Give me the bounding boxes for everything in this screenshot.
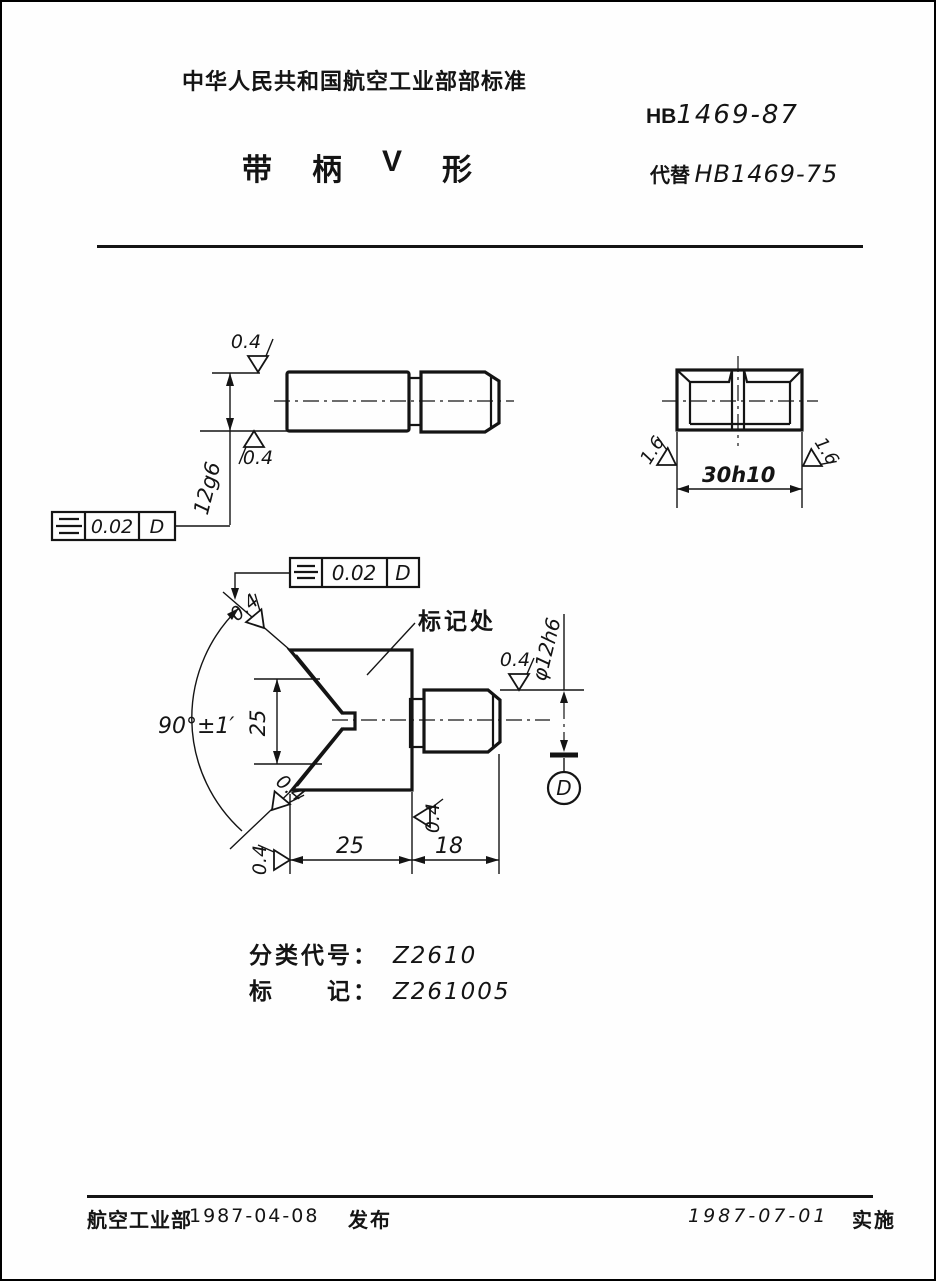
mark-code-label: 标 记： <box>249 978 379 1004</box>
footer-impl-date: 1987-07-01 <box>688 1205 829 1227</box>
footer-issuer: 航空工业部 <box>87 1210 192 1232</box>
datum-circle <box>546 770 582 806</box>
dim-body-length: 25 <box>336 834 364 859</box>
mark-location-label: 标记处 <box>418 608 496 634</box>
part-title-char: V <box>382 145 403 178</box>
classification-block: 分类代号： Z2610 标 记： Z261005 <box>249 936 511 1008</box>
header-rule <box>97 245 863 248</box>
footer-issue-label: 发布 <box>348 1210 392 1232</box>
finish-value: 0.4 <box>249 845 271 875</box>
replaces-label: 代替 <box>650 165 690 187</box>
part-title-char: 形 <box>442 154 473 187</box>
datum-letter: D <box>556 776 571 800</box>
footer-issue-date: 1987-04-08 <box>189 1205 320 1227</box>
dim-shank-dia: φ12h6 <box>527 615 566 683</box>
replaces-note: 代替 HB1469-75 <box>650 159 838 188</box>
replaces-number: HB1469-75 <box>694 160 839 188</box>
finish-value: 0.4 <box>422 803 444 833</box>
symmetry-symbol-icon <box>56 517 82 535</box>
tolerance-frame-1: 0.02 D <box>50 510 230 542</box>
dim-shaft-dia: 12g6 <box>189 459 225 517</box>
part-title-char: 带 <box>242 154 272 187</box>
dim-v-angle: 90°±1′ <box>158 714 234 739</box>
mark-code-value: Z261005 <box>393 979 511 1005</box>
finish-mark-04: 0.4 <box>238 429 273 469</box>
dim-v-opening: 25 <box>246 710 270 737</box>
part-title-char: 柄 <box>312 154 342 187</box>
class-code-label: 分类代号： <box>249 942 379 968</box>
standard-number-digits: 1469-87 <box>676 100 799 130</box>
finish-mark-04: 0.4 <box>231 331 274 374</box>
class-code-value: Z2610 <box>393 943 478 969</box>
finish-mark-04: 0.4 <box>249 844 292 875</box>
tolerance-datum: D <box>395 561 410 585</box>
finish-mark-04: 0.4 <box>412 798 444 833</box>
part-title: 带 柄 V 形 <box>242 145 472 189</box>
finish-value: 0.4 <box>500 649 530 671</box>
dim-block-width: 30h10 <box>702 463 775 487</box>
handle-side-view: 12g6 0.4 0.4 <box>189 331 514 525</box>
finish-mark-04: 0.4 <box>500 649 535 692</box>
main-view: 90°±1′ 标记处 25 0.4 0.4 <box>158 590 584 875</box>
footer-impl-label: 实施 <box>852 1210 896 1232</box>
standard-number: HB1469-87 <box>646 100 799 130</box>
finish-value: 0.4 <box>243 447 273 469</box>
dim-shank-length: 18 <box>435 834 463 859</box>
org-standard-title: 中华人民共和国航空工业部部标准 <box>182 69 528 94</box>
tolerance-datum: D <box>150 516 165 538</box>
footer-rule <box>87 1195 873 1198</box>
end-view: 30h10 1.6 1.6 <box>636 356 843 508</box>
finish-value: 0.4 <box>231 331 261 353</box>
tolerance-frame-2: 0.02 D <box>231 556 421 600</box>
tolerance-value: 0.02 <box>91 516 133 538</box>
symmetry-symbol-icon <box>294 564 318 580</box>
standard-number-prefix: HB <box>646 105 677 128</box>
tolerance-value: 0.02 <box>332 561 377 585</box>
class-code-row: 分类代号： Z2610 <box>249 936 511 972</box>
mark-code-row: 标 记： Z261005 <box>249 972 511 1008</box>
